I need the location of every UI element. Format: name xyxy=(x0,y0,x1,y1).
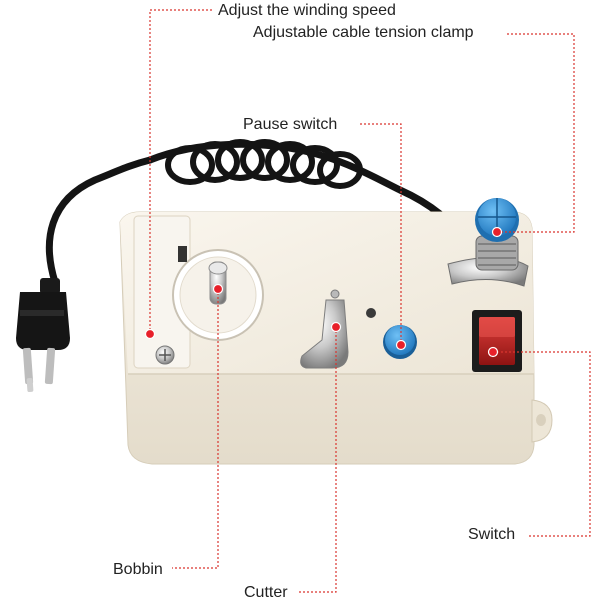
leader-pause xyxy=(358,123,402,345)
leader-lines xyxy=(149,9,591,593)
marker-speed xyxy=(144,328,156,340)
leader-switch xyxy=(493,351,591,537)
indicator-light xyxy=(366,308,376,318)
marker-bobbin xyxy=(212,283,224,295)
label-switch: Switch xyxy=(468,526,516,543)
power-cable xyxy=(45,139,444,286)
rocker-switch xyxy=(472,310,522,372)
label-pause-switch: Pause switch xyxy=(243,116,338,133)
leader-cutter xyxy=(298,327,337,593)
power-plug xyxy=(16,278,70,393)
label-tension-clamp: Adjustable cable tension clamp xyxy=(253,24,474,41)
marker-switch xyxy=(487,346,499,358)
label-bobbin: Bobbin xyxy=(113,561,163,578)
marker-dots xyxy=(144,226,503,358)
marker-cutter xyxy=(330,321,342,333)
label-cutter: Cutter xyxy=(244,584,288,601)
tension-clamp xyxy=(447,198,529,287)
leader-speed xyxy=(149,9,212,334)
leader-bobbin xyxy=(172,289,219,569)
label-winding-speed: Adjust the winding speed xyxy=(218,2,396,19)
leader-tension xyxy=(497,33,575,233)
marker-pause xyxy=(395,339,407,351)
marker-tension xyxy=(491,226,503,238)
